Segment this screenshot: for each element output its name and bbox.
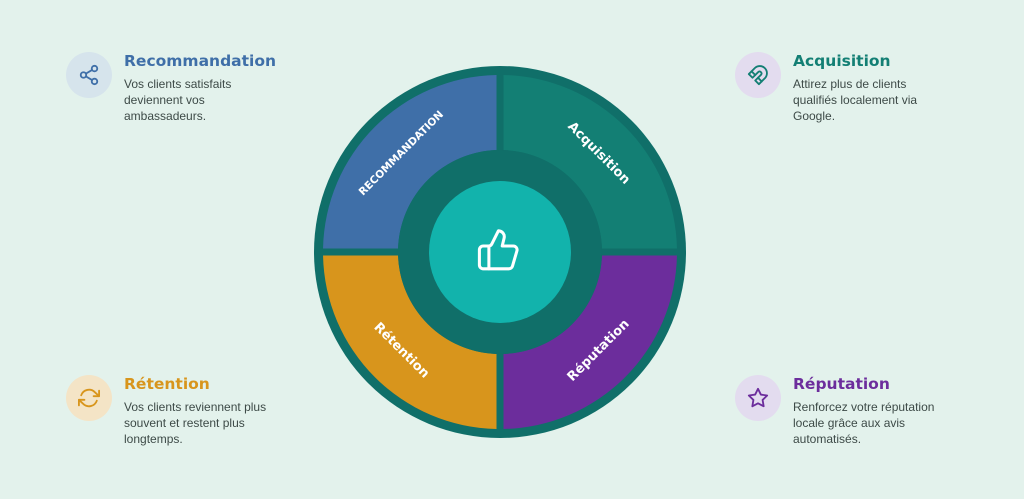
card-description: Attirez plus de clients qualifiés locale… [793,77,918,123]
refresh-icon [66,375,112,421]
star-icon [735,375,781,421]
card-description: Vos clients reviennent plus souvent et r… [124,400,267,446]
card-description: Renforcez votre réputation locale grâce … [793,400,935,446]
segment-retention [323,255,497,429]
wheel-hub [429,181,571,323]
segment-reputation [503,255,677,429]
segment-acquisition [503,75,677,249]
thumbs-up-icon [477,229,519,271]
card-title: Acquisition [793,52,891,70]
card-description: Vos clients satisfaits deviennent vos am… [124,77,232,123]
card-title: Rétention [124,375,210,393]
card-title: Recommandation [124,52,277,70]
card-title: Réputation [793,375,890,393]
segment-recommandation [323,75,497,249]
magnet-icon [735,52,781,98]
share-icon [66,52,112,98]
